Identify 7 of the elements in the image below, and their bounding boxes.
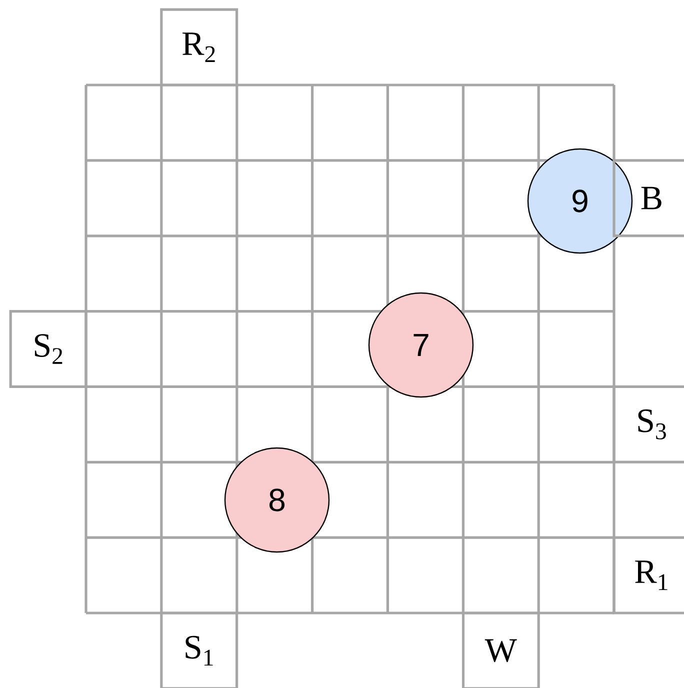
label-cell: W: [462, 612, 540, 688]
label-cell: R$_{1}$: [612, 536, 684, 614]
label-cell: S$_{1}$: [160, 612, 238, 688]
label-cell: S$_{2}$: [9, 310, 88, 388]
label-cell: B: [612, 159, 684, 238]
label-cell: S$_{3}$: [612, 385, 684, 464]
label-cell: R$_{2}$: [160, 8, 238, 86]
